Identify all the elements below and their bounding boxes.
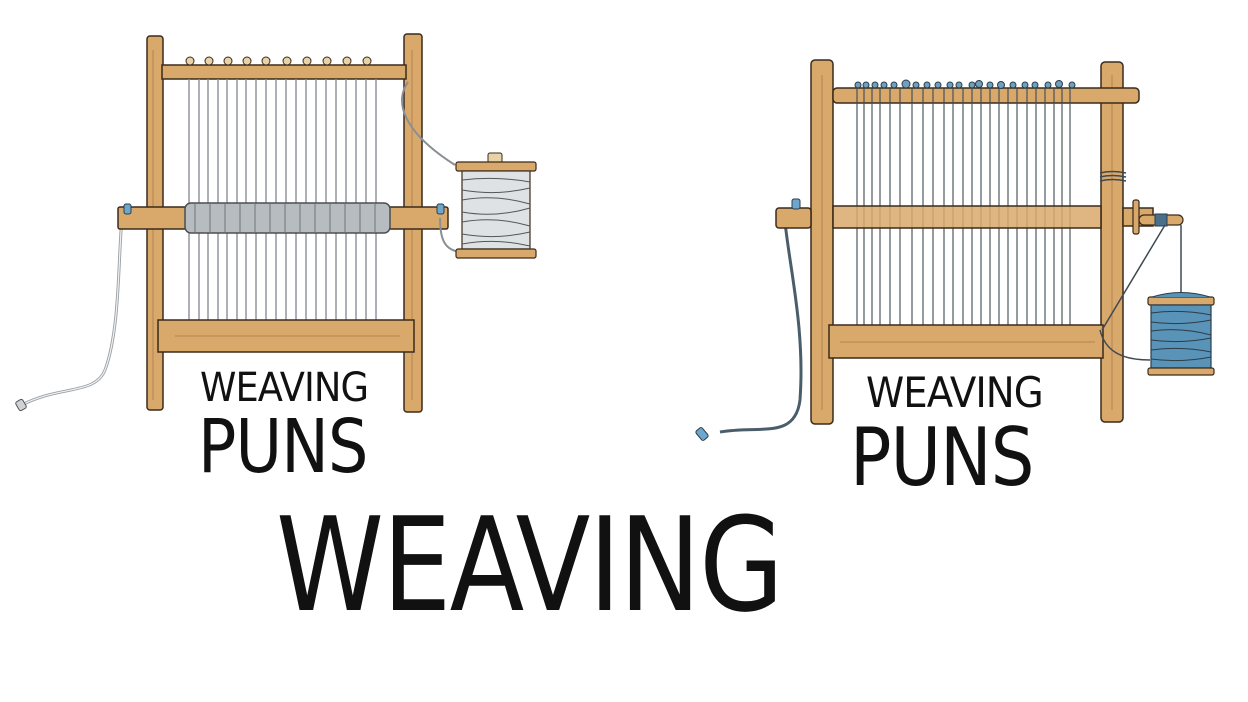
top-beam	[161, 64, 407, 80]
left-cable	[21, 217, 124, 407]
right-knob	[436, 203, 445, 215]
left-loom-title-line-1: WEAVING	[200, 365, 369, 411]
left-loom-title-line-2: PUNS	[198, 404, 368, 490]
peg-row	[185, 56, 372, 66]
left-spool	[455, 152, 537, 259]
right-loom-title-line-1: WEAVING	[866, 368, 1044, 417]
peg-row	[854, 79, 1076, 89]
right-loom-title-line-2: PUNS	[850, 411, 1034, 504]
main-title: WEAVING	[276, 489, 784, 641]
warp-threads	[188, 79, 377, 322]
right-spool	[1147, 292, 1215, 376]
right-cable	[719, 221, 803, 434]
woven-section	[184, 202, 391, 234]
left-knob	[791, 198, 801, 210]
right-loom-illustration	[695, 59, 1215, 441]
left-knob	[123, 203, 132, 215]
left-loom-illustration	[15, 33, 537, 413]
